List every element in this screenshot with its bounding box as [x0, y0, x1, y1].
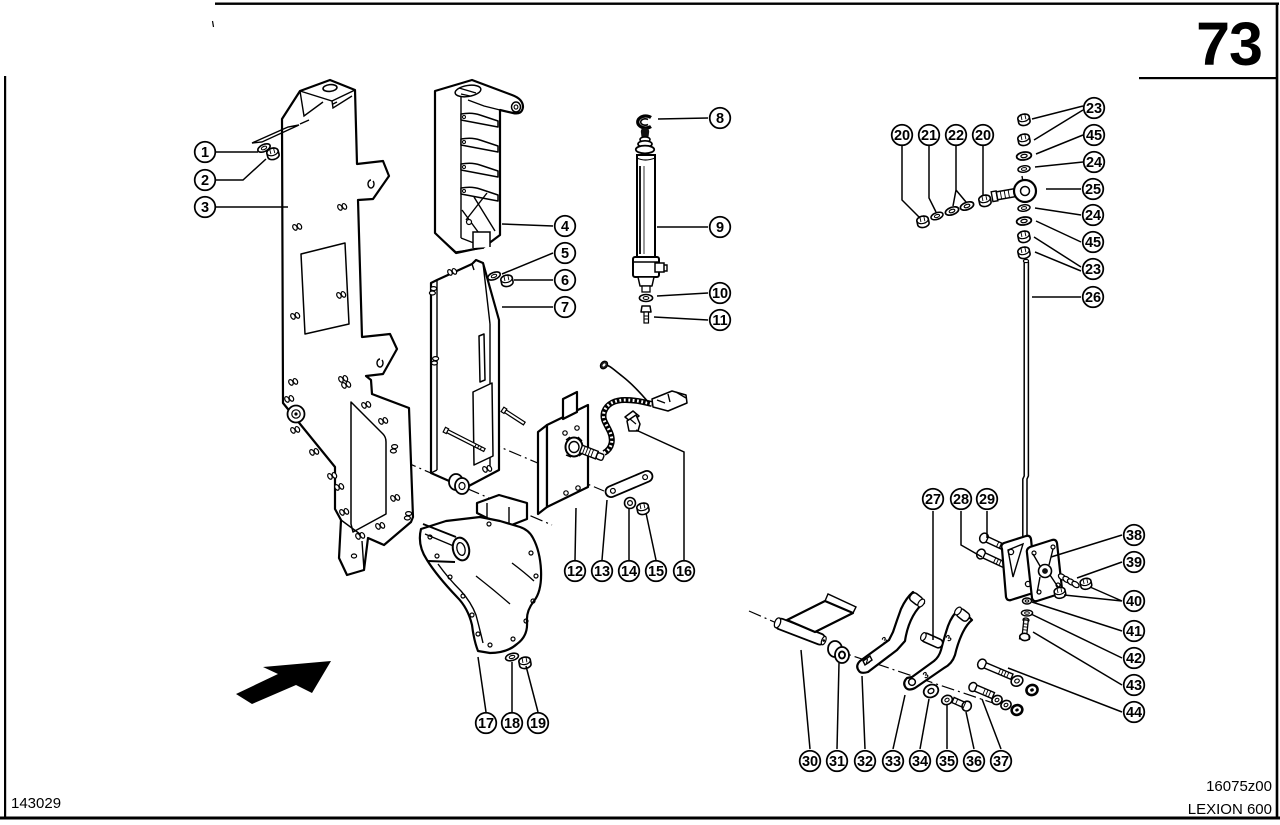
svg-text:18: 18: [504, 716, 520, 732]
svg-text:17: 17: [478, 716, 494, 732]
svg-text:2: 2: [862, 656, 871, 667]
svg-text:12: 12: [567, 564, 583, 580]
svg-text:25: 25: [1085, 182, 1101, 198]
svg-text:35: 35: [939, 754, 955, 770]
svg-text:3: 3: [201, 200, 209, 216]
svg-text:27: 27: [925, 492, 941, 508]
svg-text:5: 5: [561, 246, 569, 262]
svg-text:1: 1: [201, 145, 209, 161]
svg-text:2: 2: [201, 173, 209, 189]
svg-text:7: 7: [561, 300, 569, 316]
svg-text:44: 44: [1126, 705, 1142, 721]
svg-text:16075z00: 16075z00: [1206, 778, 1272, 795]
svg-text:39: 39: [1126, 555, 1142, 571]
svg-text:41: 41: [1126, 624, 1142, 640]
svg-text:6: 6: [561, 273, 569, 289]
svg-text:45: 45: [1085, 235, 1101, 251]
svg-text:73: 73: [1196, 10, 1262, 78]
svg-text:14: 14: [621, 564, 637, 580]
svg-text:22: 22: [948, 128, 964, 144]
svg-text:9: 9: [716, 220, 724, 236]
svg-text:20: 20: [975, 128, 991, 144]
svg-text:28: 28: [953, 492, 969, 508]
svg-text:30: 30: [802, 754, 818, 770]
svg-text:33: 33: [885, 754, 901, 770]
svg-text:26: 26: [1085, 290, 1101, 306]
svg-text:4: 4: [561, 219, 569, 235]
svg-text:13: 13: [594, 564, 610, 580]
svg-text:11: 11: [712, 313, 727, 329]
svg-text:42: 42: [1126, 651, 1142, 667]
svg-text:8: 8: [716, 111, 724, 127]
svg-text:34: 34: [912, 754, 928, 770]
svg-text:143029: 143029: [11, 795, 61, 812]
svg-text:32: 32: [857, 754, 873, 770]
svg-text:3: 3: [921, 670, 930, 681]
svg-text:24: 24: [1085, 208, 1101, 224]
svg-text:45: 45: [1086, 128, 1102, 144]
svg-text:31: 31: [829, 754, 845, 770]
svg-text:43: 43: [1126, 678, 1142, 694]
svg-text:21: 21: [921, 128, 937, 144]
svg-text:36: 36: [966, 754, 982, 770]
svg-text:24: 24: [1086, 155, 1102, 171]
svg-text:29: 29: [979, 492, 995, 508]
svg-text:23: 23: [1086, 101, 1102, 117]
svg-text:16: 16: [676, 564, 692, 580]
svg-text:19: 19: [530, 716, 546, 732]
svg-text:38: 38: [1126, 528, 1142, 544]
svg-text:20: 20: [894, 128, 910, 144]
svg-text:37: 37: [993, 754, 1009, 770]
svg-text:3: 3: [880, 635, 889, 646]
svg-text:40: 40: [1126, 594, 1142, 610]
svg-text:23: 23: [1085, 262, 1101, 278]
svg-text:LEXION 600: LEXION 600: [1188, 801, 1272, 818]
svg-text:10: 10: [712, 286, 728, 302]
svg-text:3: 3: [944, 633, 953, 644]
svg-text:15: 15: [648, 564, 664, 580]
